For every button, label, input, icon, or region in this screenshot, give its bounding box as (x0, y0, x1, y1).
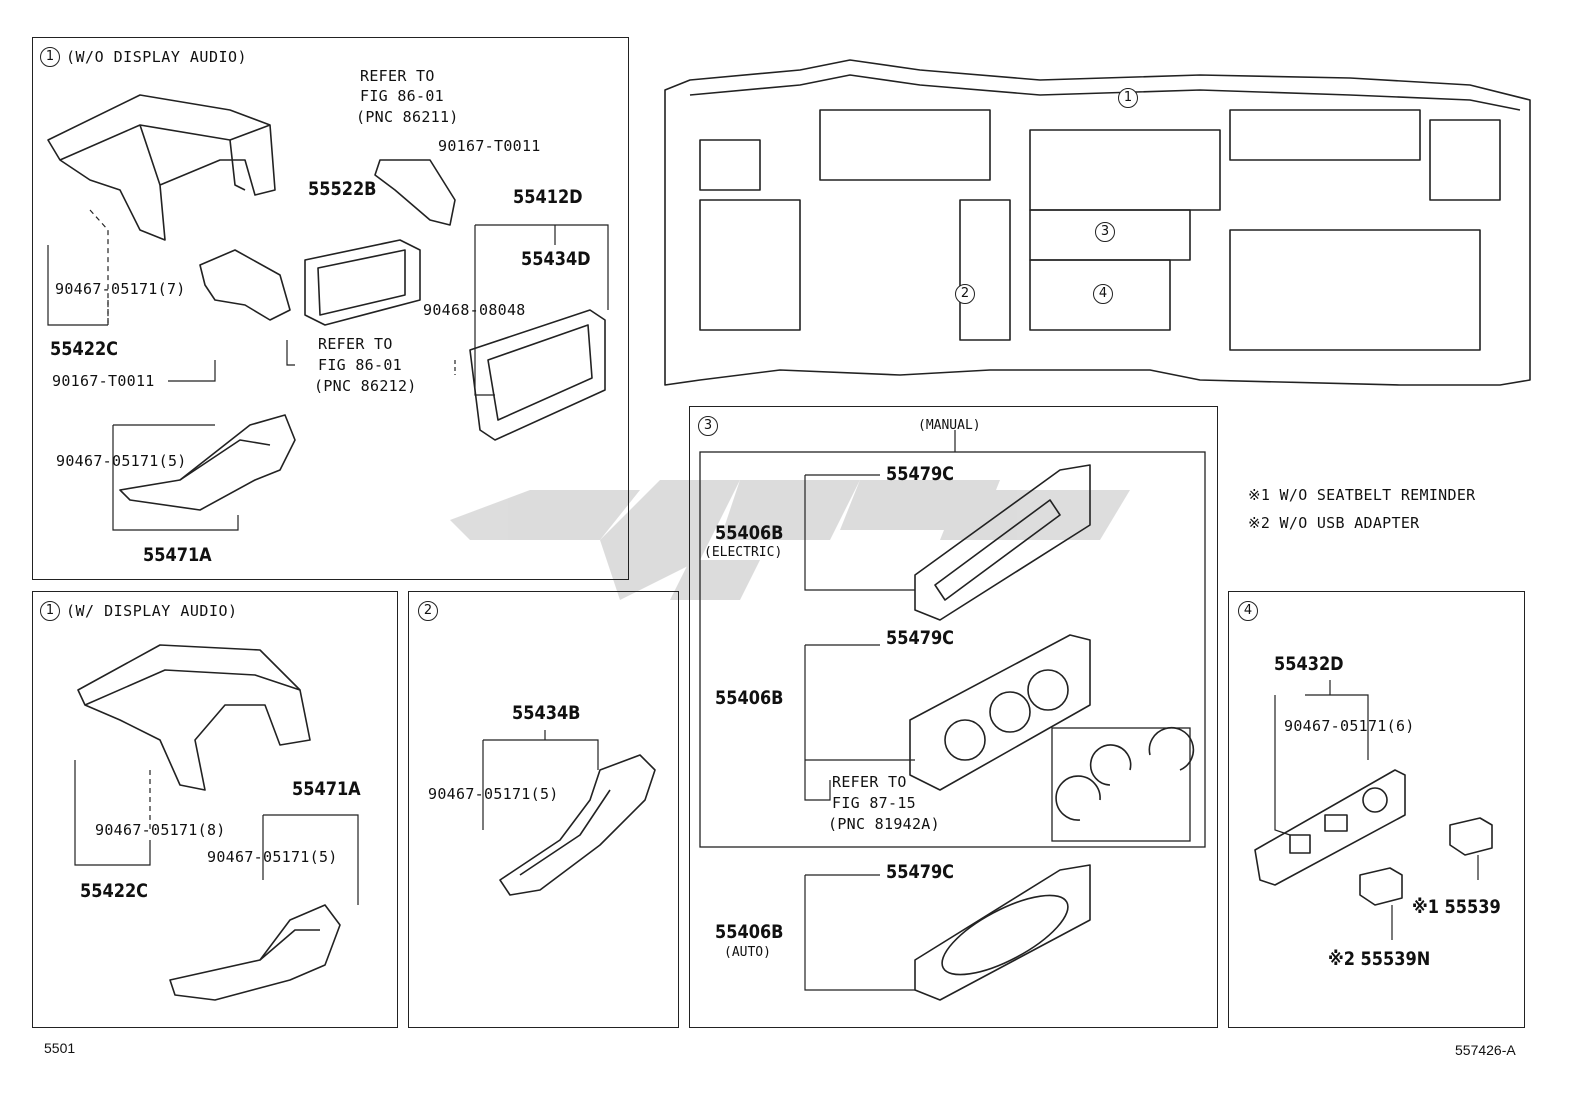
switch-55539N-drawing (1359, 867, 1403, 906)
part-55406B-1: 55406B (715, 522, 784, 544)
part-90467-05171-5-c: 90467-05171(5) (428, 785, 559, 803)
panel-a-title: (W/O DISPLAY AUDIO) (66, 48, 248, 66)
panel-b-title: (W/ DISPLAY AUDIO) (66, 602, 238, 620)
auto-label: (AUTO) (724, 945, 771, 960)
refer-line-1: REFER TO (360, 67, 435, 85)
refer-line-4: REFER TO (318, 335, 393, 353)
part-55434D: 55434D (521, 248, 591, 270)
part-55434B: 55434B (512, 702, 581, 724)
part-90467-05171-5-b: 90467-05171(5) (207, 848, 338, 866)
footer-figure-code: 557426-A (1455, 1042, 1516, 1058)
part-55539: ※1 55539 (1412, 896, 1501, 918)
electric-label: (ELECTRIC) (704, 545, 783, 560)
panel-wo-display-audio (32, 37, 629, 580)
part-55471A-a: 55471A (143, 544, 212, 566)
circle-label-1: 1 (40, 47, 60, 67)
part-90467-05171-6: 90467-05171(6) (1284, 717, 1415, 735)
panel-3 (689, 406, 1218, 1028)
refer-line-7: REFER TO (832, 773, 907, 791)
refer-line-9: (PNC 81942A) (828, 815, 940, 833)
lower-panel-55471A-drawing-a (119, 414, 296, 511)
circle-label-4: 4 (1238, 601, 1258, 621)
part-55522B: 55522B (308, 178, 377, 200)
circle-label-1b: 1 (40, 601, 60, 621)
upper-panel-cover-drawing-a (47, 94, 276, 241)
garnish-55434B-drawing (499, 754, 656, 896)
watermark-logo (450, 480, 1130, 600)
part-90467-05171-8: 90467-05171(8) (95, 821, 226, 839)
refer-line-3: (PNC 86211) (356, 108, 459, 126)
switch-55539-drawing (1449, 817, 1493, 856)
part-90468-08048: 90468-08048 (423, 301, 526, 319)
callout-1: 1 (1118, 88, 1138, 108)
bracket-drawing-a (199, 159, 456, 321)
panel-4 (1228, 591, 1525, 1028)
part-55422C-b: 55422C (80, 880, 149, 902)
switch-base-55432D-drawing (1254, 769, 1406, 886)
ac-control-panel-electric-drawing (914, 464, 1091, 621)
note-usb: ※2 W/O USB ADAPTER (1248, 514, 1420, 532)
panel-2 (408, 591, 679, 1028)
part-55422C-a: 55422C (50, 338, 119, 360)
panel-w-display-audio (32, 591, 398, 1028)
part-55406B-3: 55406B (715, 921, 784, 943)
refer-line-5: FIG 86-01 (318, 356, 402, 374)
refer-line-8: FIG 87-15 (832, 794, 916, 812)
knob-refer-box (1051, 727, 1191, 842)
part-55432D: 55432D (1274, 653, 1344, 675)
circle-label-3: 3 (698, 416, 718, 436)
part-90167-T0011-upper: 90167-T0011 (438, 137, 541, 155)
refer-line-2: FIG 86-01 (360, 87, 444, 105)
manual-inner-box (699, 451, 1206, 848)
part-55412D: 55412D (513, 186, 583, 208)
instrument-panel-drawing (664, 59, 1531, 386)
part-90467-05171-7: 90467-05171(7) (55, 280, 186, 298)
part-55406B-2: 55406B (715, 687, 784, 709)
part-55479C-1: 55479C (886, 463, 955, 485)
callout-4: 4 (1093, 284, 1113, 304)
part-55471A-b: 55471A (292, 778, 361, 800)
trim-frame-55412D-drawing (469, 309, 606, 441)
note-seatbelt: ※1 W/O SEATBELT REMINDER (1248, 486, 1476, 504)
ac-control-panel-manual-drawing (909, 634, 1091, 791)
part-55479C-2: 55479C (886, 627, 955, 649)
part-55539N: ※2 55539N (1328, 948, 1431, 970)
refer-line-6: (PNC 86212) (314, 377, 417, 395)
callout-3: 3 (1095, 222, 1115, 242)
upper-panel-cover-drawing-b (77, 644, 311, 791)
display-panel-55522B-drawing (304, 239, 421, 326)
part-90167-T0011-lower: 90167-T0011 (52, 372, 155, 390)
circle-label-2: 2 (418, 601, 438, 621)
manual-label: (MANUAL) (918, 418, 981, 433)
callout-2: 2 (955, 284, 975, 304)
part-90467-05171-5-a: 90467-05171(5) (56, 452, 187, 470)
part-55479C-3: 55479C (886, 861, 955, 883)
footer-page-code: 5501 (44, 1040, 76, 1056)
lower-panel-55471A-drawing-b (169, 904, 341, 1001)
